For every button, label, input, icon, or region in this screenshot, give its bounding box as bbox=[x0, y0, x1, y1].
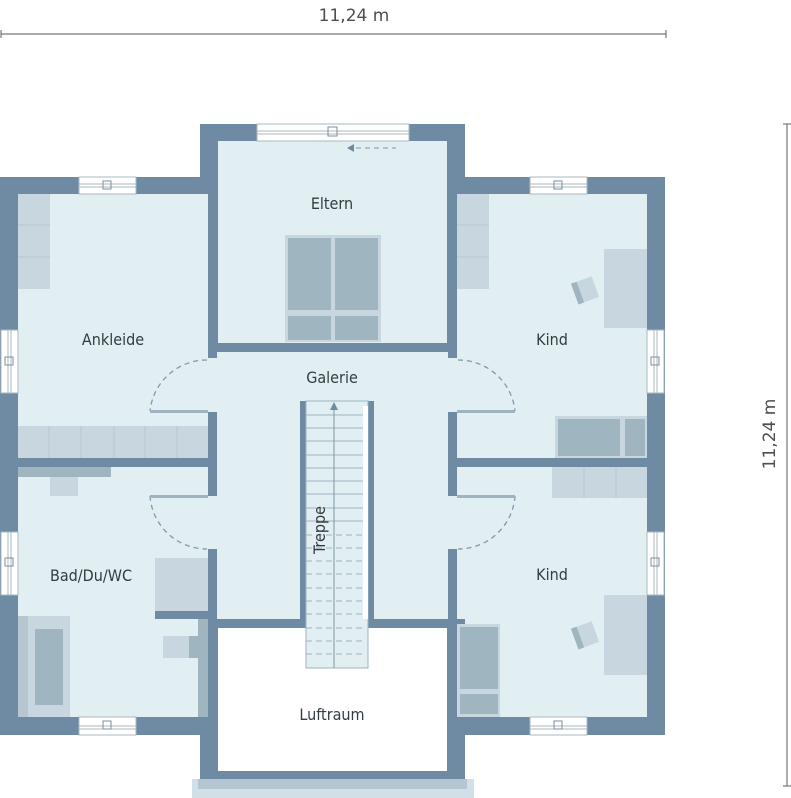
stair-arrow-icon bbox=[330, 402, 338, 410]
window-kind-bottom bbox=[529, 716, 588, 736]
label-eltern: Eltern bbox=[311, 194, 353, 213]
doors bbox=[149, 359, 516, 550]
width-dimension-label: 11,24 m bbox=[319, 6, 390, 26]
window-ankleide-top bbox=[78, 176, 137, 195]
furniture bbox=[18, 194, 647, 717]
window-eltern bbox=[256, 123, 410, 142]
wardrobe-icon bbox=[18, 194, 50, 289]
chair-icon bbox=[570, 276, 600, 305]
height-dimension-label: 11,24 m bbox=[760, 399, 780, 470]
wardrobe-icon bbox=[18, 426, 208, 458]
door-bad bbox=[149, 495, 208, 550]
label-treppe: Treppe bbox=[310, 506, 329, 555]
desk-icon bbox=[604, 595, 647, 675]
label-galerie: Galerie bbox=[306, 368, 358, 387]
bed-icon bbox=[285, 235, 381, 342]
label-bad: Bad/Du/WC bbox=[50, 566, 132, 585]
width-dimension: 11,24 m bbox=[0, 6, 667, 38]
sink-icon bbox=[50, 477, 78, 496]
window-kind-top-side bbox=[646, 329, 665, 394]
label-kind-top: Kind bbox=[536, 330, 568, 349]
label-ankleide: Ankleide bbox=[82, 330, 144, 349]
bathtub-icon bbox=[18, 616, 70, 717]
label-luftraum: Luftraum bbox=[299, 705, 364, 724]
window-bad-side bbox=[0, 531, 19, 596]
staircase bbox=[305, 400, 369, 669]
door-kind-top bbox=[457, 359, 516, 412]
window-kind-bottom-side bbox=[646, 531, 665, 596]
label-kind-bottom: Kind bbox=[536, 565, 568, 584]
bed-icon bbox=[555, 416, 647, 458]
window-ankleide-side bbox=[0, 329, 19, 394]
door-ankleide bbox=[149, 359, 208, 412]
windows bbox=[0, 123, 665, 736]
wardrobe-icon bbox=[552, 467, 647, 498]
arrow-icon bbox=[347, 144, 396, 152]
wardrobe-icon bbox=[457, 194, 489, 289]
chair-icon bbox=[570, 621, 600, 650]
vanity-icon bbox=[18, 467, 111, 477]
toilet-icon bbox=[163, 619, 208, 717]
window-bad-bottom bbox=[78, 716, 137, 736]
shower-icon bbox=[155, 558, 208, 611]
height-dimension: 11,24 m bbox=[760, 123, 791, 787]
door-kind-bottom bbox=[457, 495, 516, 550]
desk-icon bbox=[604, 249, 647, 328]
bed-icon bbox=[457, 624, 500, 717]
window-kind-top bbox=[529, 176, 588, 195]
